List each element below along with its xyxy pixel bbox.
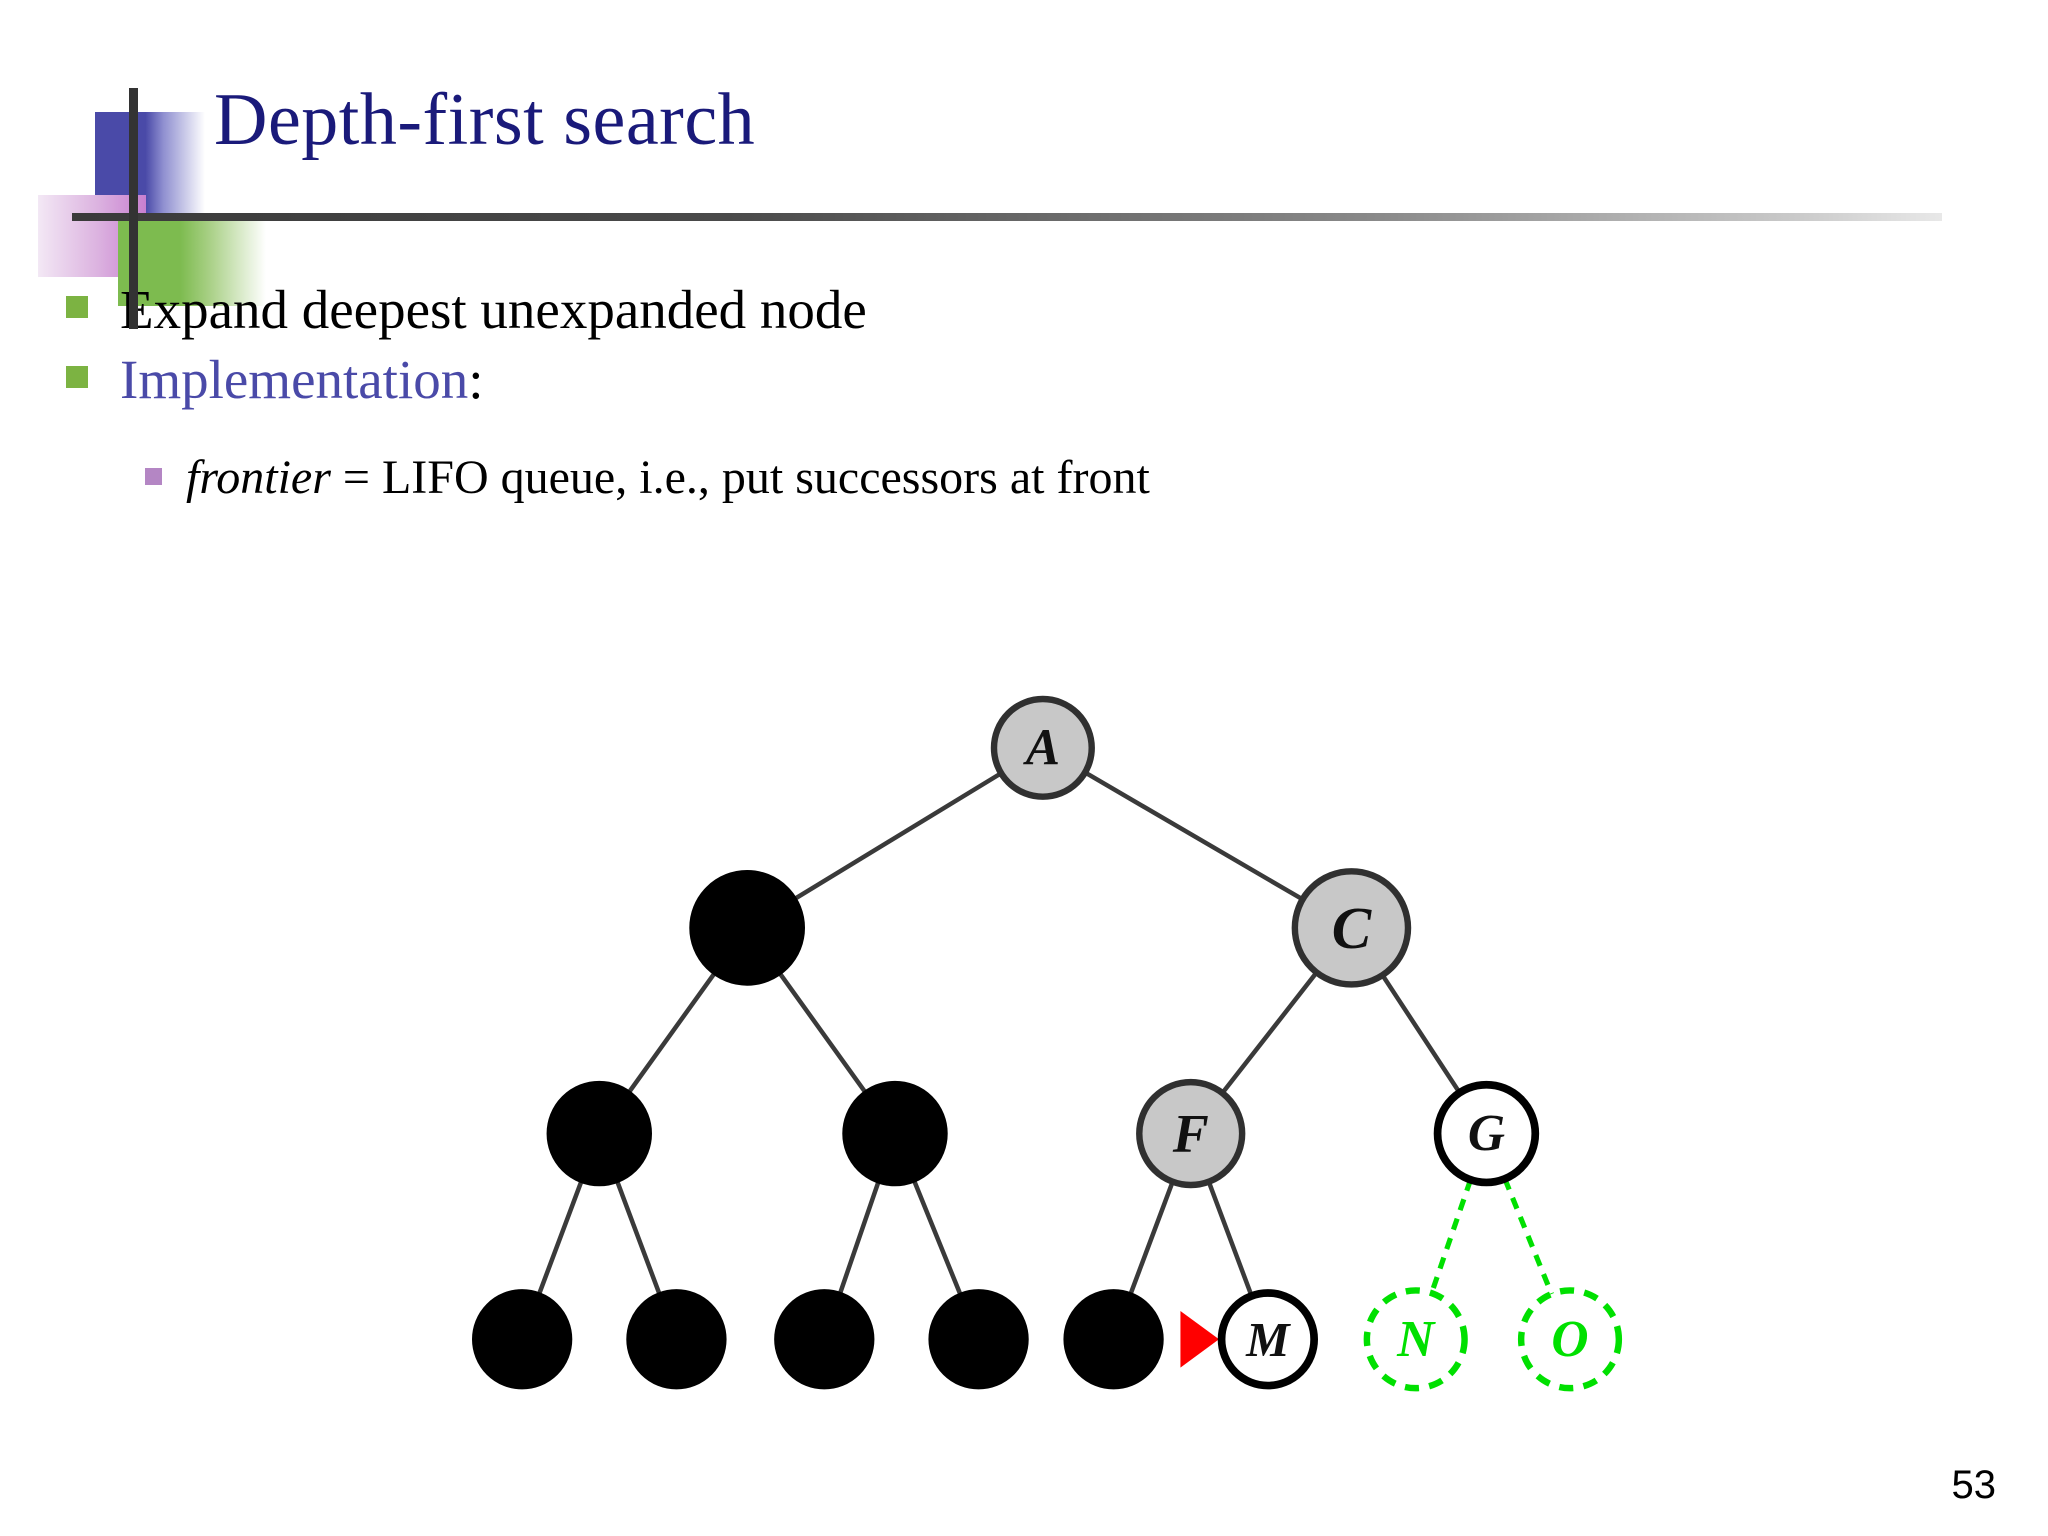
- tree-node-unlabeled: [842, 1080, 948, 1187]
- tree-node-layer: A C F G M N O: [471, 695, 1623, 1392]
- tree-node-n: N: [1363, 1287, 1468, 1392]
- tree-edge-dashed: [1502, 1177, 1554, 1295]
- page-title: Depth-first search: [214, 79, 756, 161]
- node-label: C: [1332, 895, 1372, 961]
- decoration-horizontal-rule: [72, 213, 1942, 221]
- node-label: A: [1023, 719, 1060, 776]
- tree-node-unlabeled: [1063, 1289, 1164, 1390]
- tree-edge: [912, 1180, 963, 1295]
- node-circle: [990, 695, 1095, 800]
- tree-edge: [778, 972, 867, 1094]
- tree-node-unlabeled: [471, 1289, 573, 1390]
- node-circle: [1063, 1289, 1164, 1390]
- decoration-green-square: [118, 216, 266, 306]
- node-label: N: [1396, 1311, 1436, 1368]
- tree-node-unlabeled: [689, 870, 805, 986]
- bullet-colon: :: [468, 349, 484, 410]
- node-circle: [626, 1289, 727, 1390]
- frontier-pointer-arrow-icon: [1180, 1311, 1219, 1368]
- title-decoration: [0, 0, 600, 306]
- tree-edge-dashed: [1429, 1178, 1473, 1294]
- node-circle: [928, 1289, 1029, 1390]
- bullet-marker-square: [66, 366, 88, 388]
- bullet-label: Expand deepest unexpanded node: [120, 279, 867, 340]
- tree-edge-layer: [537, 770, 1554, 1297]
- tree-edge: [1206, 1180, 1254, 1297]
- node-circle: [774, 1289, 875, 1390]
- node-circle: [546, 1080, 652, 1187]
- tree-edge: [1128, 1180, 1175, 1295]
- node-circle: [689, 870, 805, 986]
- tree-edge: [627, 972, 716, 1094]
- tree-node-f: F: [1136, 1078, 1246, 1189]
- bullet-label: frontier = LIFO queue, i.e., put success…: [186, 450, 1150, 505]
- node-label: O: [1551, 1311, 1588, 1368]
- tree-edge: [537, 1180, 584, 1295]
- bullet-item-expand-deepest: Expand deepest unexpanded node: [66, 278, 867, 341]
- node-circle: [1291, 868, 1412, 988]
- tree-svg: A C F G M N O: [471, 695, 1623, 1392]
- node-circle: [1363, 1287, 1468, 1392]
- node-label: G: [1468, 1105, 1505, 1162]
- tree-node-c: C: [1291, 868, 1412, 988]
- tree-node-unlabeled: [928, 1289, 1029, 1390]
- node-circle: [1217, 1289, 1318, 1390]
- tree-edge: [838, 1181, 881, 1294]
- bullet-keyword-implementation: Implementation: [120, 349, 469, 410]
- node-circle: [471, 1289, 573, 1390]
- bullet-label: Implementation:: [120, 348, 484, 411]
- tree-node-g: G: [1433, 1080, 1540, 1187]
- bullet-rest: = LIFO queue, i.e., put successors at fr…: [330, 451, 1150, 504]
- decoration-vertical-bar: [129, 88, 138, 329]
- tree-edge: [615, 1180, 662, 1295]
- tree-node-a: A: [990, 695, 1095, 800]
- tree-node-unlabeled: [546, 1080, 652, 1187]
- tree-node-m: M: [1217, 1289, 1318, 1390]
- term-frontier: frontier: [186, 451, 331, 504]
- search-tree-diagram: A C F G M N O: [420, 690, 1640, 1410]
- bullet-item-frontier-lifo: frontier = LIFO queue, i.e., put success…: [145, 450, 1150, 505]
- tree-node-unlabeled: [774, 1289, 875, 1390]
- node-label: F: [1172, 1104, 1209, 1164]
- tree-node-o: O: [1517, 1287, 1623, 1392]
- bullet-marker-square: [66, 296, 88, 318]
- tree-annotation-layer: [1180, 1311, 1219, 1368]
- node-circle: [842, 1080, 948, 1187]
- tree-edge: [1220, 971, 1319, 1095]
- bullet-item-implementation: Implementation:: [66, 348, 484, 411]
- tree-edge: [1083, 770, 1304, 902]
- tree-edge: [794, 771, 1003, 901]
- bullet-marker-square-sub: [145, 468, 162, 485]
- tree-node-unlabeled: [626, 1289, 727, 1390]
- node-circle: [1136, 1078, 1246, 1189]
- node-circle: [1433, 1080, 1540, 1187]
- node-label: M: [1245, 1312, 1291, 1367]
- page-number: 53: [1951, 1463, 1997, 1507]
- tree-edge: [1380, 973, 1462, 1094]
- node-circle: [1517, 1287, 1623, 1392]
